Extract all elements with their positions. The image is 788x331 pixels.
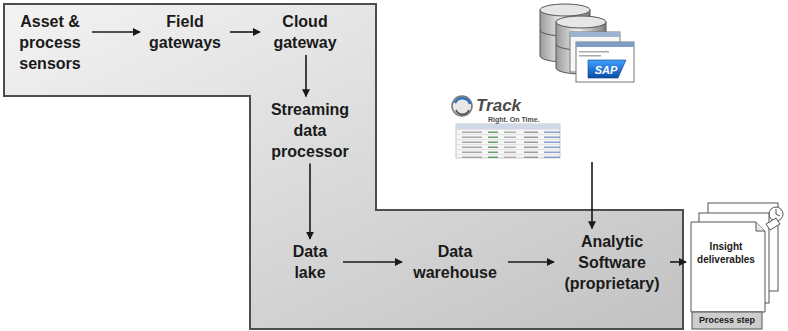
node-label: Cloud gateway bbox=[262, 11, 348, 53]
screen-icon bbox=[570, 32, 634, 82]
flow-arrow bbox=[508, 261, 554, 263]
process-step: Streaming data processor bbox=[264, 99, 356, 162]
flow-arrow bbox=[309, 164, 311, 240]
node-label: Data lake bbox=[279, 241, 341, 283]
platform-region bbox=[4, 4, 683, 329]
process-step: Data warehouse bbox=[404, 241, 506, 283]
icon-group: Insight deliverablesProcess step bbox=[688, 200, 786, 329]
node-label: Insight deliverables bbox=[694, 240, 758, 266]
node-label: Right. On Time. bbox=[488, 115, 558, 124]
flow-arrow bbox=[591, 162, 593, 229]
node-label: Streaming data processor bbox=[264, 99, 356, 162]
node-label: Asset & process sensors bbox=[10, 11, 90, 74]
process-step: Asset & process sensors bbox=[10, 11, 90, 74]
process-step: Analytic Software (proprietary) bbox=[556, 231, 668, 294]
table-screenshot bbox=[456, 124, 560, 158]
flow-arrow bbox=[305, 55, 307, 97]
node-label: Field gateways bbox=[142, 11, 228, 53]
process-step: Cloud gateway bbox=[262, 11, 348, 53]
node-label: Analytic Software (proprietary) bbox=[556, 231, 668, 294]
node-label: Data warehouse bbox=[404, 241, 506, 283]
flow-arrow bbox=[230, 31, 260, 33]
process-step: Data lake bbox=[279, 241, 341, 283]
flow-arrow bbox=[343, 261, 402, 263]
flow-arrow bbox=[92, 31, 140, 33]
process-step: Field gateways bbox=[142, 11, 228, 53]
track-logo bbox=[452, 96, 472, 116]
node-label: Track bbox=[476, 96, 546, 116]
document-stack bbox=[691, 203, 783, 329]
icon-group: SAP TrackRight. On Time. bbox=[448, 2, 628, 160]
node-label: SAP bbox=[588, 63, 624, 77]
node-label: Process step bbox=[694, 313, 760, 327]
flow-arrow bbox=[670, 261, 686, 263]
